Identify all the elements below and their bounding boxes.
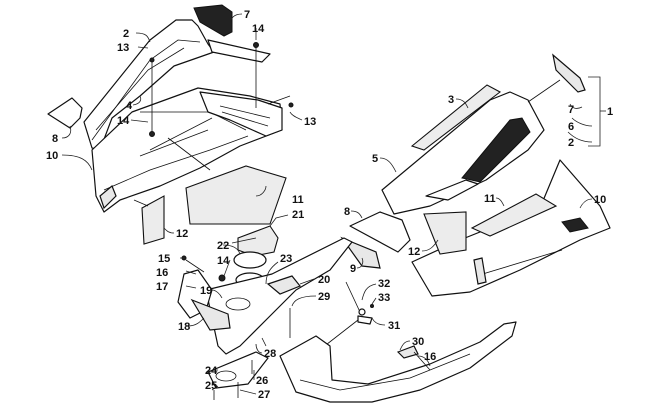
callout-16: 16 <box>424 351 436 363</box>
callout-25: 25 <box>205 380 217 392</box>
callout-2: 2 <box>123 28 129 40</box>
callout-16: 16 <box>156 267 168 279</box>
callout-10: 10 <box>594 194 606 206</box>
callout-7: 7 <box>244 9 250 21</box>
callout-8: 8 <box>344 206 350 218</box>
callout-12: 12 <box>176 228 188 240</box>
callout-labels: 2 13 4 7 14 14 13 8 10 11 12 21 22 14 15… <box>46 9 613 401</box>
callout-15: 15 <box>158 253 170 265</box>
callout-20: 20 <box>318 274 330 286</box>
callout-14: 14 <box>117 115 130 127</box>
hood-upper-left <box>47 4 294 245</box>
callout-26: 26 <box>256 375 268 387</box>
callout-1: 1 <box>607 106 613 118</box>
hood-upper-right <box>381 53 606 215</box>
callout-19: 19 <box>200 285 212 297</box>
callout-23: 23 <box>280 253 292 265</box>
leader-lines <box>61 13 593 395</box>
callout-10: 10 <box>46 150 58 162</box>
callout-8: 8 <box>52 133 58 145</box>
callout-24: 24 <box>205 365 218 377</box>
callout-11: 11 <box>484 193 496 205</box>
callout-6: 6 <box>568 121 574 133</box>
center-console <box>177 225 374 400</box>
callout-7: 7 <box>568 104 574 116</box>
callout-30: 30 <box>412 336 424 348</box>
callout-29: 29 <box>318 291 330 303</box>
callout-27: 27 <box>258 389 270 401</box>
callout-3: 3 <box>448 94 454 106</box>
belly-pan <box>279 321 517 403</box>
callout-4: 4 <box>126 100 133 112</box>
callout-13: 13 <box>304 116 316 128</box>
callout-18: 18 <box>178 321 190 333</box>
callout-31: 31 <box>388 320 400 332</box>
callout-14: 14 <box>217 255 230 267</box>
callout-12: 12 <box>408 246 420 258</box>
callout-32: 32 <box>378 278 390 290</box>
callout-9: 9 <box>350 263 356 275</box>
callout-14: 14 <box>252 23 265 35</box>
callout-2: 2 <box>568 137 574 149</box>
callout-28: 28 <box>264 348 276 360</box>
callout-21: 21 <box>292 209 304 221</box>
callout-5: 5 <box>372 153 378 165</box>
callout-22: 22 <box>217 240 229 252</box>
callout-13: 13 <box>117 42 129 54</box>
nose-right <box>340 159 611 297</box>
callout-33: 33 <box>378 292 390 304</box>
callout-11: 11 <box>292 194 304 206</box>
callout-17: 17 <box>156 281 168 293</box>
